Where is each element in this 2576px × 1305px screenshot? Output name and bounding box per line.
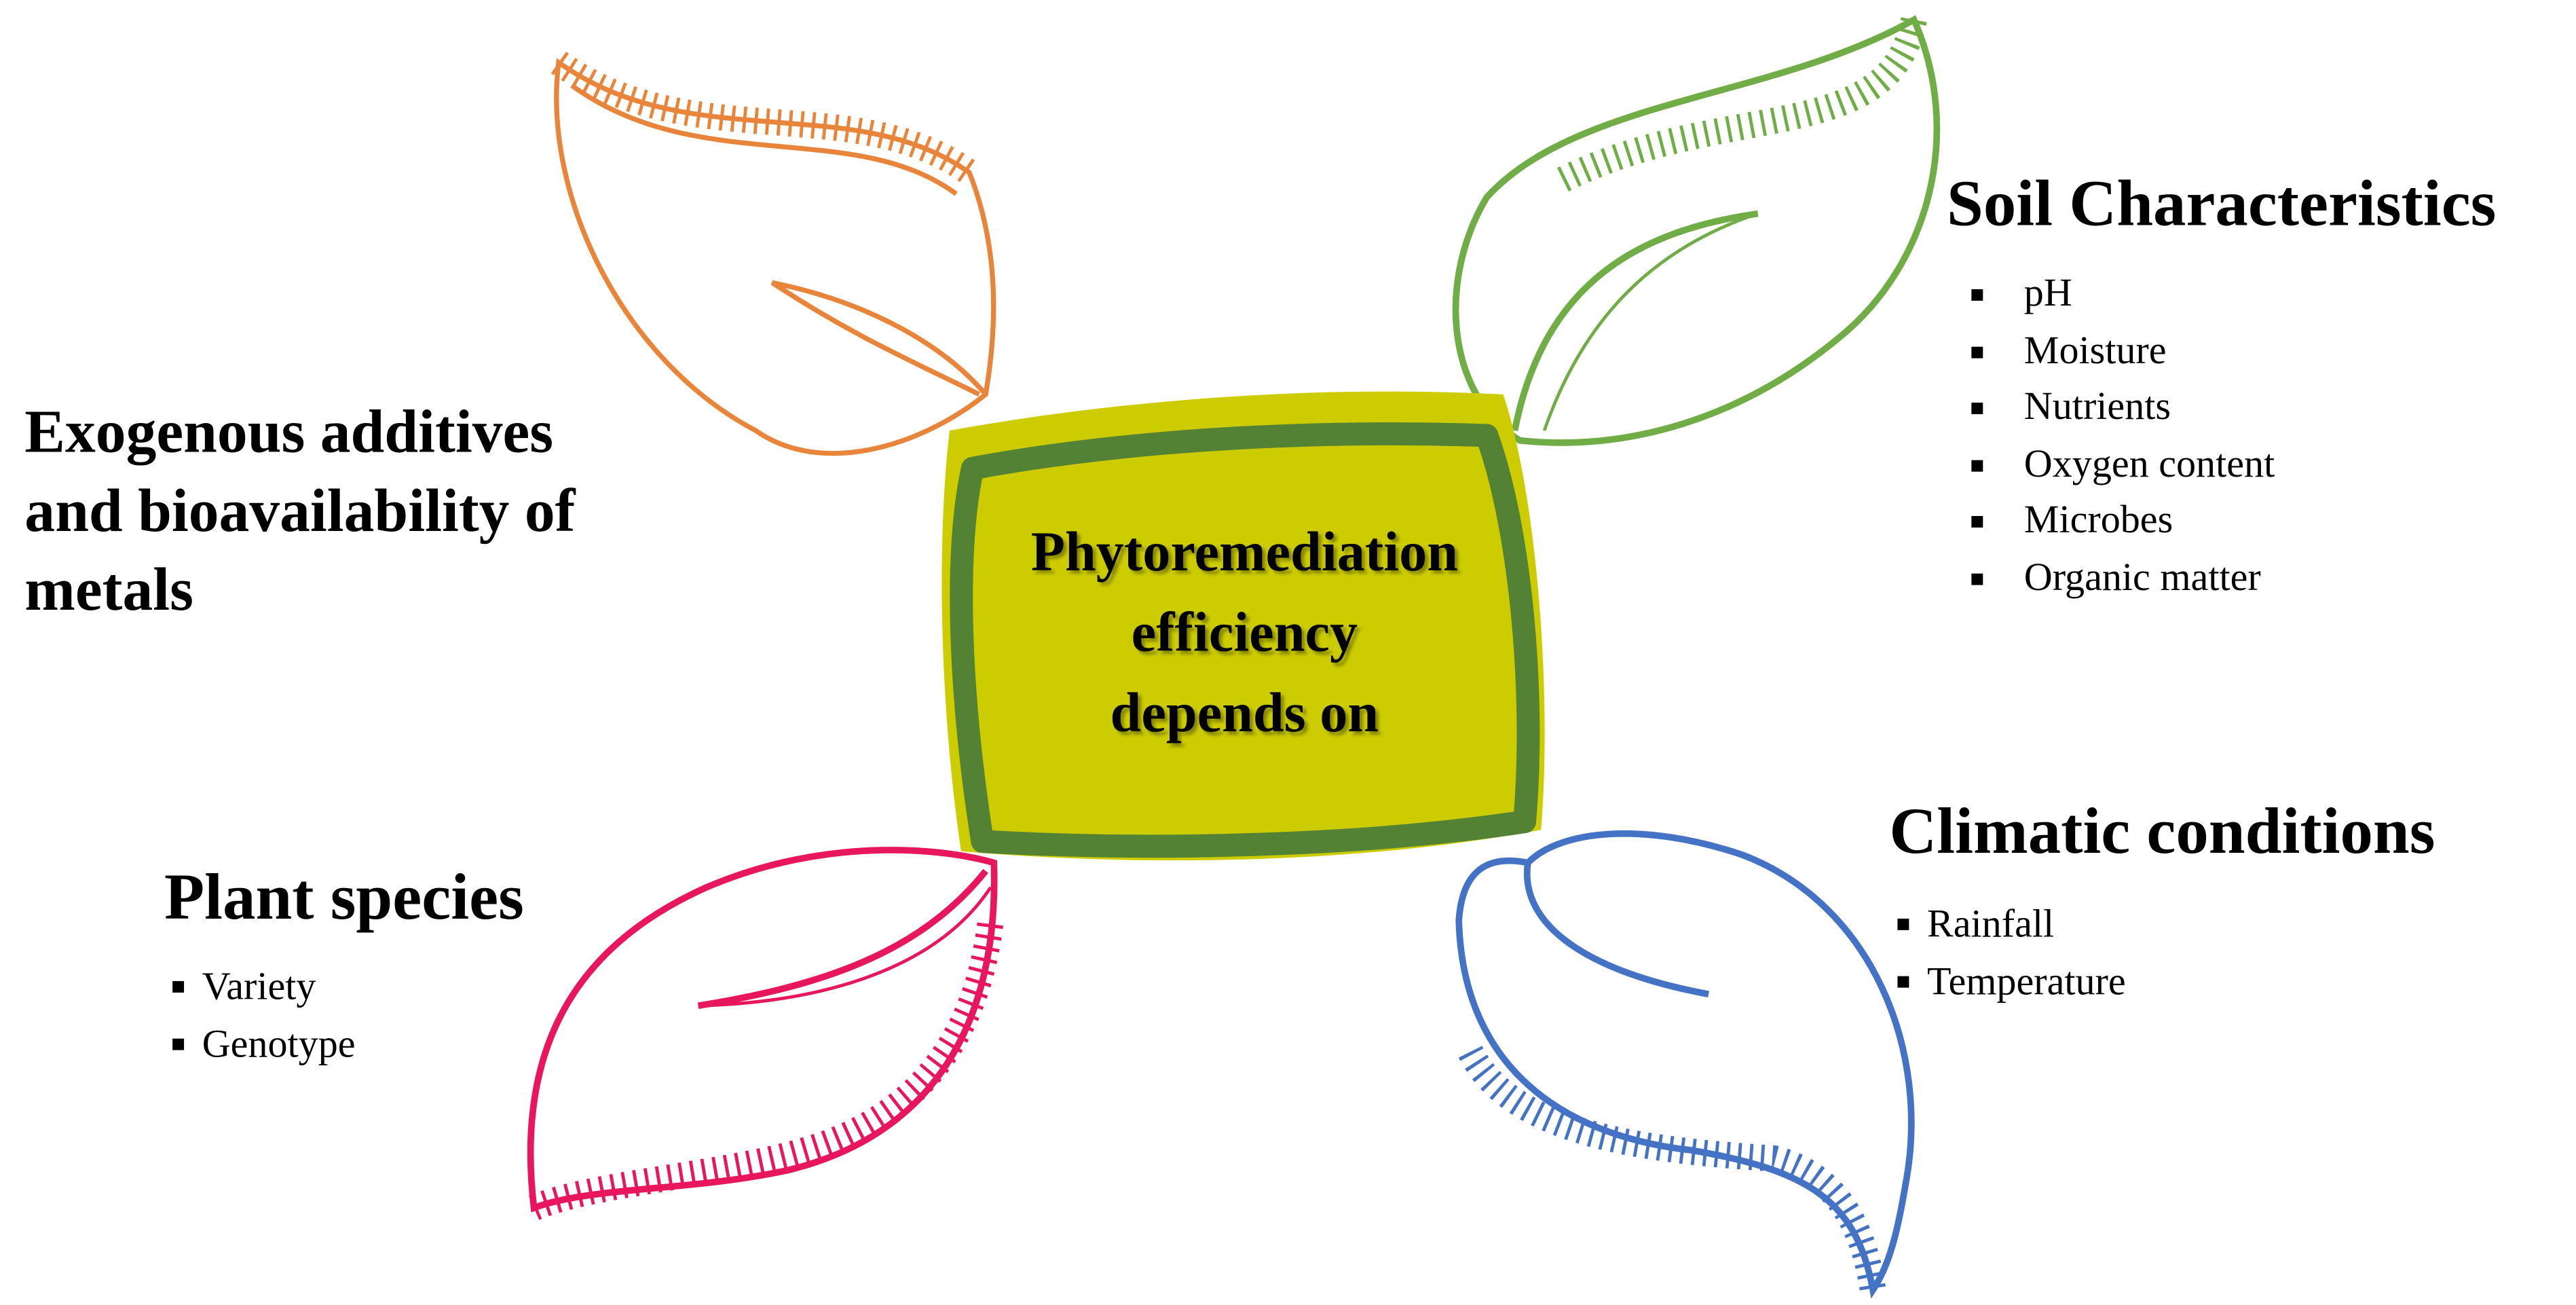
list-item-label: Oxygen content [2023,443,2275,486]
exogenous-title-line: and bioavailability of [24,478,576,546]
list-item: Microbes [1971,493,2275,550]
exogenous-title-line: Exogenous additives [24,399,554,467]
list-item: Oxygen content [1971,437,2275,494]
list-item-label: Temperature [1927,961,2126,1004]
list-item: Variety [172,959,355,1017]
blue-leaf-icon [1455,830,1915,1299]
plant-title: Plant species [164,859,524,934]
list-item: pH [1971,266,2275,323]
list-item: Organic matter [1971,550,2275,607]
soil-list: pH Moisture Nutrients Oxygen content Mic… [1971,266,2275,606]
list-item-label: Moisture [2023,329,2167,373]
list-item-label: Organic matter [2023,556,2261,600]
list-item: Temperature [1897,955,2126,1012]
green-leaf-icon [1452,15,1941,446]
center-title-line: depends on [1110,683,1379,745]
list-item: Moisture [1971,323,2275,380]
list-item-label: Variety [202,966,316,1010]
climatic-list: Rainfall Temperature [1897,897,2126,1012]
list-item-label: Rainfall [1927,904,2055,947]
orange-leaf-icon [550,52,996,456]
center-title: Phytoremediation efficiency depends on [945,513,1544,754]
list-item: Rainfall [1897,897,2125,955]
climatic-title: Climatic conditions [1889,794,2435,868]
soil-title: Soil Characteristics [1947,166,2497,240]
list-item: Nutrients [1971,380,2275,437]
list-item-label: Nutrients [2023,386,2171,429]
center-title-line: efficiency [1131,603,1358,664]
list-item: Genotype [172,1017,356,1075]
pink-leaf-icon [527,847,1004,1220]
exogenous-title: Exogenous additives and bioavailability … [24,394,575,631]
list-item-label: Genotype [202,1023,356,1067]
list-item-label: Microbes [2023,499,2173,543]
center-title-line: Phytoremediation [1030,522,1459,584]
exogenous-title-line: metals [24,557,193,625]
list-item-label: pH [2023,272,2072,316]
center-box [941,391,1545,861]
plant-list: Variety Genotype [172,959,356,1075]
